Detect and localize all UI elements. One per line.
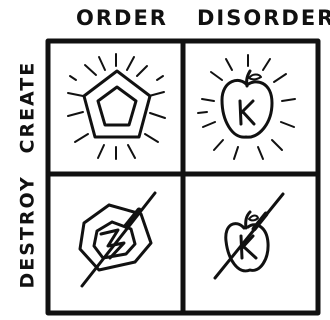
pentagon-icon bbox=[68, 54, 165, 159]
broken-apple-letter-k bbox=[241, 236, 256, 258]
apple-letter-k bbox=[240, 101, 254, 124]
broken-apple-icon bbox=[215, 194, 283, 278]
broken-pentagon-icon bbox=[80, 193, 155, 286]
apple-icon bbox=[198, 55, 295, 159]
